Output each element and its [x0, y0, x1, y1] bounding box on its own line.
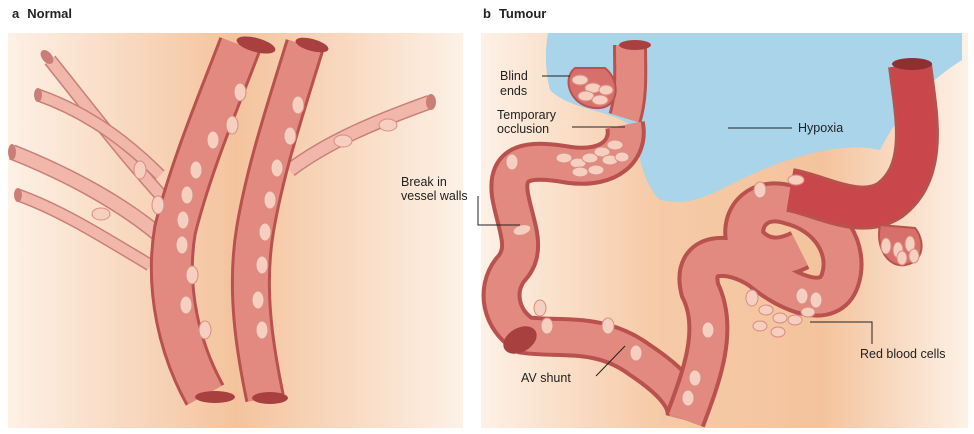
label-blind-ends-2: ends [500, 84, 527, 98]
label-av-shunt: AV shunt [521, 371, 571, 385]
vessel-1-bottom-end [195, 391, 235, 403]
label-break-2: vessel walls [401, 189, 468, 203]
label-temporary-occlusion-1: Temporary [497, 108, 557, 122]
vessel-2-bottom-end [252, 392, 288, 404]
branch-end-2 [34, 88, 42, 102]
branch-end-4 [14, 188, 22, 202]
branch-end-3 [8, 144, 16, 160]
label-blind-ends-1: Blind [500, 69, 528, 83]
label-break-1: Break in [401, 175, 447, 189]
label-temporary-occlusion-2: occlusion [497, 122, 549, 136]
label-red-blood-cells: Red blood cells [860, 347, 945, 361]
branch-end-5 [426, 94, 436, 110]
label-hypoxia: Hypoxia [798, 121, 843, 135]
